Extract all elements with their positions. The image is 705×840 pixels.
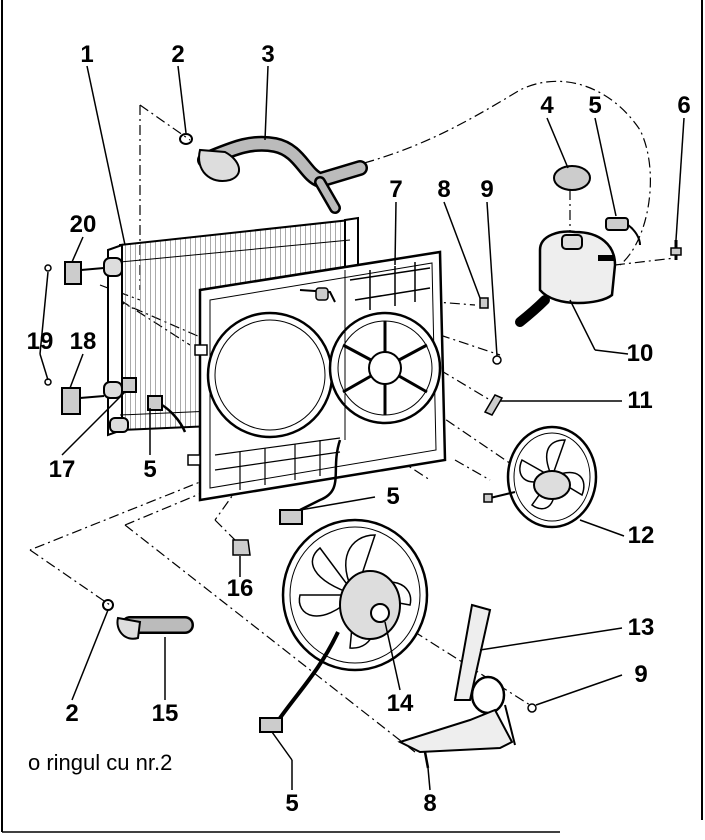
callout-5c: 5 — [386, 483, 400, 510]
callout-5b: 5 — [143, 456, 157, 483]
upper-hose — [179, 133, 368, 214]
callout-9b: 9 — [634, 661, 648, 688]
fan-bracket — [397, 603, 516, 754]
callout-5d: 5 — [285, 790, 299, 817]
lower-hose — [102, 599, 194, 640]
callout-2: 2 — [171, 41, 185, 68]
callout-11: 11 — [627, 387, 653, 414]
small-parts — [44, 261, 537, 769]
callout-18: 18 — [69, 328, 97, 355]
callout-9: 9 — [480, 176, 494, 203]
fan-shroud — [187, 250, 447, 512]
callout-16: 16 — [226, 575, 254, 602]
callout-20: 20 — [69, 211, 97, 238]
small-fan — [483, 425, 598, 529]
callout-14: 14 — [386, 690, 414, 717]
note-text: o ringul cu nr.2 — [28, 750, 173, 775]
callout-10: 10 — [626, 340, 654, 367]
callout-1: 1 — [80, 41, 94, 68]
callout-3: 3 — [261, 41, 275, 68]
callout-12: 12 — [627, 522, 655, 549]
callout-19: 19 — [26, 328, 54, 355]
leader-lines — [39, 65, 685, 791]
callout-8b: 8 — [423, 790, 437, 817]
callout-6: 6 — [677, 92, 691, 119]
callout-17: 17 — [48, 456, 76, 483]
callout-8: 8 — [437, 176, 451, 203]
callout-4: 4 — [540, 92, 554, 119]
callout-15: 15 — [151, 700, 179, 727]
callout-5: 5 — [588, 92, 602, 119]
expansion-tank — [515, 165, 682, 327]
callout-13: 13 — [627, 614, 655, 641]
callout-7: 7 — [389, 176, 403, 203]
callout-2b: 2 — [65, 700, 79, 727]
